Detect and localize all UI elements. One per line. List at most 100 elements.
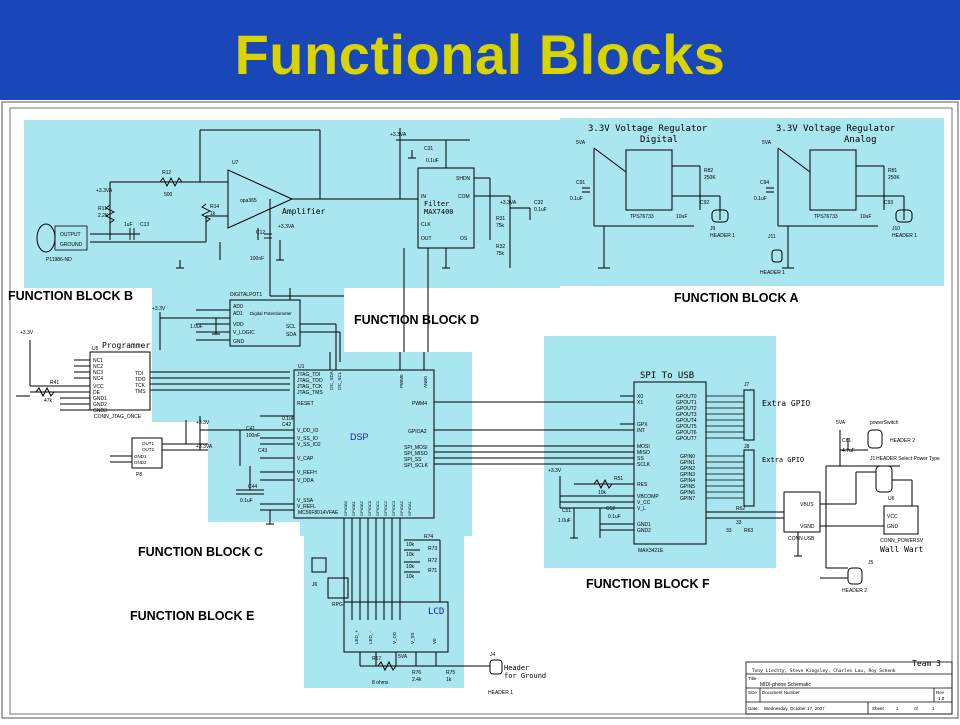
title-block-date-value: Wednesday, October 17, 2007 — [764, 706, 825, 711]
filter-pin-os: OS — [460, 236, 468, 242]
c81-value: 4.7uF — [842, 448, 855, 454]
jtag-pin-tdo: TDO — [135, 377, 146, 383]
c92-value: 10uF — [676, 214, 687, 220]
spi-gpout5: GPOUT5 — [676, 424, 697, 430]
c41-ref: C41 — [246, 426, 255, 432]
spi-pin-x1: X1 — [637, 400, 643, 406]
dsp-gpio-a1: GPIOA1 — [407, 500, 412, 516]
reg-analog-supply: 5VA — [762, 140, 772, 146]
dsp-pin-vdda: V_DDA — [297, 478, 314, 484]
wall-wart-label: Wall Wart — [880, 545, 924, 554]
r74-value: 10k — [406, 542, 415, 548]
programmer-body — [89, 351, 151, 411]
c13-ref: C13 — [140, 222, 149, 228]
pot-pin-gnd: GND — [233, 339, 245, 345]
dsp-pin-jtag-tdi: JTAG_TDI — [297, 372, 320, 378]
r11-value: 2.2K — [98, 213, 109, 219]
digital-pot-section — [159, 288, 341, 362]
title-block-title-label: Title — [748, 676, 757, 681]
spi-gpout0: GPOUT0 — [676, 394, 697, 400]
r11-ref: R11 — [98, 206, 107, 212]
r32-value: 75k — [496, 251, 505, 257]
dsp-pin-reset: RESET — [297, 401, 314, 407]
pot-pin-scl: SCL — [286, 324, 296, 330]
r81-value: 250K — [888, 175, 900, 181]
spi-pin-vcc: V_CC — [637, 500, 651, 506]
title-block-of-value: 1 — [932, 706, 935, 711]
filter-chip: MAX7400 — [424, 208, 454, 216]
programmer-label: Programmer — [102, 341, 150, 350]
title-block-sheet-value: 1 — [896, 706, 899, 711]
jack-body — [54, 225, 88, 251]
pot-pin-vlogic: V_LOGIC — [233, 330, 255, 336]
reg-digital-title-2: Digital — [640, 135, 678, 145]
u6-ref: U6 — [888, 496, 895, 502]
r82-ref: R82 — [704, 168, 713, 174]
r12-value: 500 — [164, 192, 173, 198]
j8-ref: J8 — [744, 444, 750, 450]
jtag-pin-tdi: TDI — [135, 371, 143, 377]
filter-pin-com: COM — [458, 194, 470, 200]
spi-gpin0: GPIN0 — [680, 454, 695, 460]
dsp-gpio-b1: GPIOB1 — [351, 500, 356, 516]
usb-conn-body — [783, 491, 821, 533]
dsp-pin-vrefl: V_REFL — [297, 504, 316, 510]
dsp-pin-spi-ss: SPI_SS — [404, 457, 422, 463]
spi-usb-label: SPI To USB — [640, 371, 694, 381]
r63-ref: R63 — [744, 528, 753, 534]
function-block-e-label: FUNCTION BLOCK E — [130, 609, 254, 623]
r73-value: 10k — [406, 552, 415, 558]
spi-pin-vbcomp: VBCOMP — [637, 494, 659, 500]
r41-value: 47k — [44, 398, 53, 404]
dsp-pin-vssa: V_SSA — [297, 498, 314, 504]
j11-name: HEADER 1 — [760, 270, 785, 276]
jack-output-pin: OUTPUT — [60, 232, 81, 238]
dsp-pin-vrefh: V_REFH — [297, 470, 317, 476]
r14-ref: R14 — [210, 204, 219, 210]
function-block-b-label: FUNCTION BLOCK B — [8, 289, 133, 303]
j4-ref: J4 — [490, 652, 496, 658]
jtag-pin-nc1: NC1 — [93, 358, 103, 364]
dsp-pin-jtag-tdo: JTAG_TDO — [297, 378, 323, 384]
dsp-pin-pwm4: PWM4 — [412, 401, 427, 407]
reg-analog-part: TPS76733 — [814, 214, 838, 220]
r82-value: 250K — [704, 175, 716, 181]
spi-gpout4: GPOUT4 — [676, 418, 697, 424]
r72-ref: R72 — [428, 558, 437, 564]
extra-gpio-label-2: Extra GPIO — [762, 456, 804, 464]
r51-ref: R51 — [614, 476, 623, 482]
spi-pin-sclk: SCLK — [637, 462, 651, 468]
lcd-label: LCD — [428, 607, 444, 617]
c31-ref: C31 — [424, 146, 433, 152]
lcd-pin-v0: V0 — [432, 638, 437, 644]
c31-value: 0.1uF — [426, 158, 439, 164]
amplifier-label: Amplifier — [282, 207, 326, 216]
reg-analog-title-2: Analog — [844, 135, 877, 145]
dsp-pin-vssio2: V_SS_IO2 — [297, 442, 321, 448]
dsp-pin-i2c-sda: I2C_SDA — [329, 371, 334, 390]
spi-gpin3: GPIN3 — [680, 472, 695, 478]
p8-section — [110, 420, 208, 469]
c81-ref: C81 — [842, 438, 851, 444]
function-block-c-label: FUNCTION BLOCK C — [138, 545, 263, 559]
slide-header: Functional Blocks — [0, 0, 960, 100]
dsp-part: MC56F8014VFAE — [298, 510, 339, 516]
spi-pin-vl: V_L — [637, 506, 646, 512]
r73-ref: R73 — [428, 546, 437, 552]
jtag-pin-vcc: VCC — [93, 384, 104, 390]
r76-value: 2.4k — [412, 677, 422, 683]
p8-pin-gnd1: GND1 — [134, 454, 147, 459]
spi-usb-gpout-lines — [706, 395, 744, 499]
reg-digital-chip — [625, 149, 673, 211]
c93-ref: C93 — [884, 200, 893, 206]
title-block-of-label: of — [914, 706, 919, 711]
ground-header-note-2: for Ground — [504, 672, 546, 680]
p8-ref: P8 — [136, 472, 142, 478]
programmer-supply: +3.3V — [20, 330, 34, 336]
function-block-d-label: FUNCTION BLOCK D — [354, 313, 479, 327]
rpg-name: RPG — [332, 602, 343, 608]
j6-ref: J6 — [312, 582, 318, 588]
opamp-ref: U7 — [232, 160, 239, 166]
j5-ref: J5 — [868, 560, 874, 566]
